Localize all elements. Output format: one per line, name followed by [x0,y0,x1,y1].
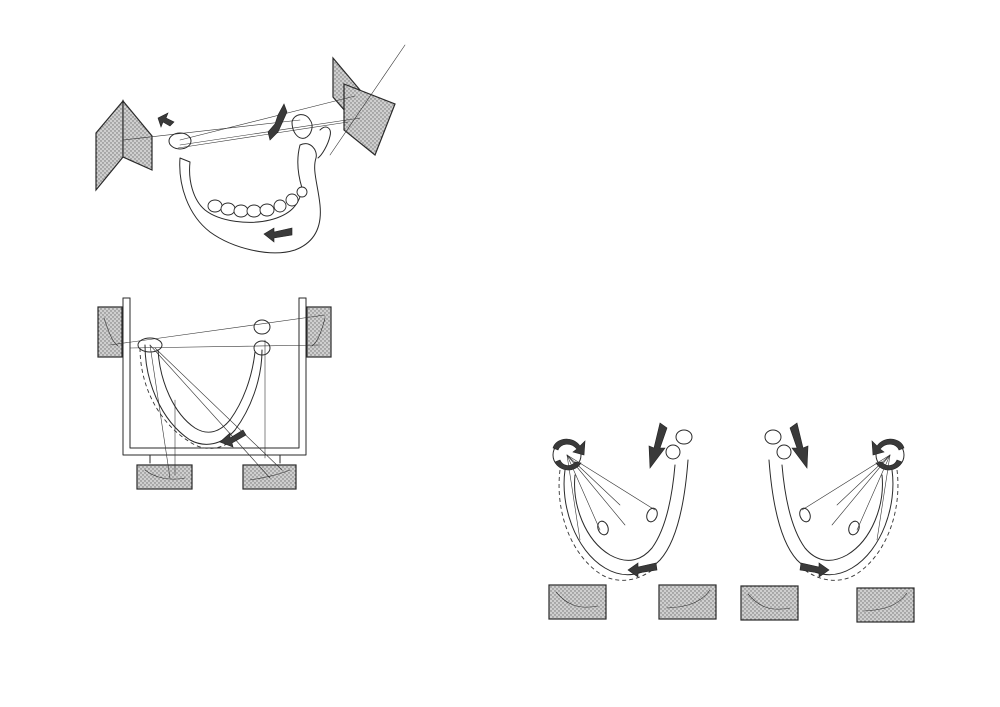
rotation-arrow-left [157,112,175,128]
left-side-plate [97,306,123,358]
condyle-d-2 [776,444,792,460]
condyle-d-1 [764,429,782,445]
movement-arrow-chin [263,227,293,243]
right-recording-plate [332,56,396,156]
panel-b-mandible-frame [97,297,332,490]
right-side-plate [306,306,332,358]
right-condyle [291,114,313,139]
circular-arrow-c [552,438,586,456]
arrow-c-top [648,422,668,469]
bottom-left-plate [136,464,193,490]
left-condyle-b [137,337,163,353]
left-condyle [168,132,192,150]
plate-c-1 [548,584,607,620]
mandible-outline-1 [144,344,263,445]
right-condyle-b-2 [253,340,271,356]
panel-d-lateral-right [740,422,915,623]
projection-lines [122,44,406,156]
right-condyle-b-1 [253,319,271,335]
circular-arrow-d [871,438,905,456]
mandible-c-2 [558,469,656,581]
condyle-c-1 [675,429,693,445]
arrow-d-top [789,422,809,469]
condyle-c-2 [665,444,681,460]
arrow-d-bottom [799,562,830,578]
movement-arrow-b [219,429,247,448]
mandible-outline-2 [139,347,239,449]
plate-c-2 [658,584,717,620]
teeth-row [207,186,308,218]
panel-c-lateral-left [548,422,717,620]
mandible-d-2 [801,469,899,581]
plate-d-1 [740,585,799,621]
mandible-body [179,143,321,254]
plate-d-2 [856,587,915,623]
panel-a-mandible-3d [95,44,406,254]
left-recording-plate [95,99,153,192]
arrow-c-bottom [627,562,658,578]
rotation-arrow-right [267,103,288,141]
